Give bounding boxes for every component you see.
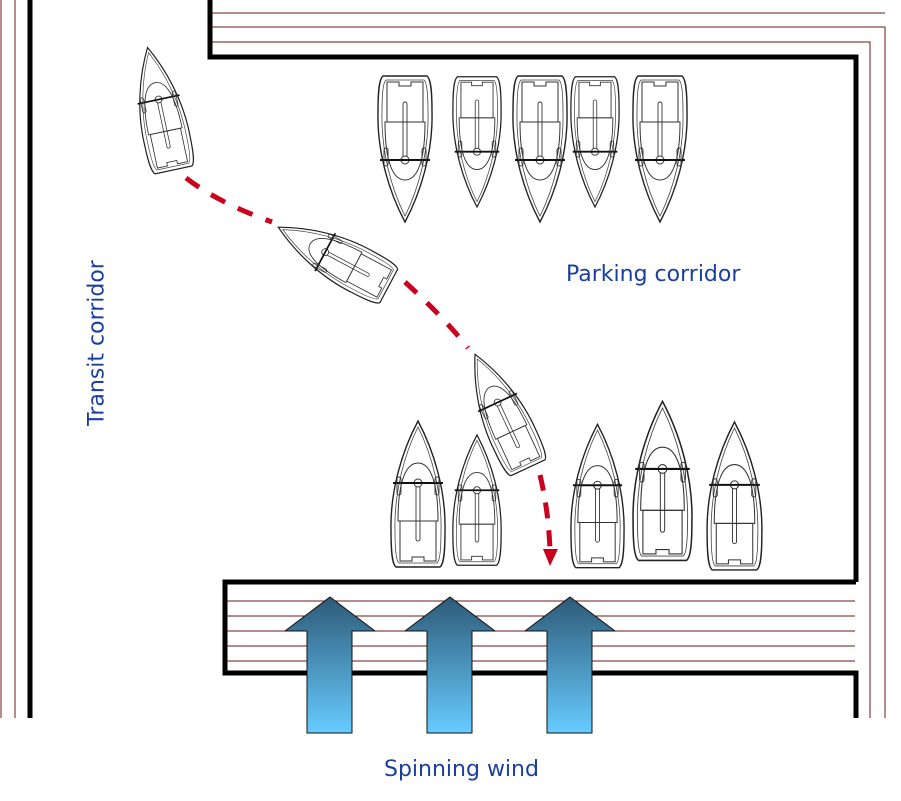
path-arrowhead-icon [543, 549, 558, 566]
moored-boat [451, 433, 503, 567]
moored-boat [569, 75, 621, 208]
transit-corridor-label: Transit corridor [84, 260, 110, 426]
moored-boats-bottom-row [389, 400, 763, 571]
path-segment-2 [403, 280, 470, 350]
top-pier-line-3 [212, 41, 871, 718]
wind-arrow-up-icon [523, 596, 617, 734]
moored-boat [569, 423, 626, 569]
moored-boat [451, 75, 503, 208]
maneuvering-boat-step-1 [123, 41, 198, 176]
maneuver-path [184, 176, 558, 566]
top-pier-line-2 [212, 26, 886, 718]
path-segment-3 [537, 474, 553, 551]
wind-label: Spinning wind [384, 757, 539, 782]
moored-boat [376, 75, 434, 223]
moored-boat [631, 75, 689, 223]
moored-boats-top-row [376, 75, 689, 223]
wind-arrow-up-icon [283, 596, 377, 734]
moored-boat [389, 419, 447, 569]
moored-boat [511, 75, 569, 223]
maneuvering-boat-step-2 [266, 205, 401, 308]
parking-corridor-label: Parking corridor [566, 262, 741, 287]
wind-arrow-up-icon [403, 596, 497, 734]
top-right-wall [207, 0, 859, 582]
moored-boat [706, 420, 763, 571]
wind-arrows [283, 596, 617, 734]
moored-boat [631, 400, 694, 562]
path-segment-1 [184, 176, 273, 225]
